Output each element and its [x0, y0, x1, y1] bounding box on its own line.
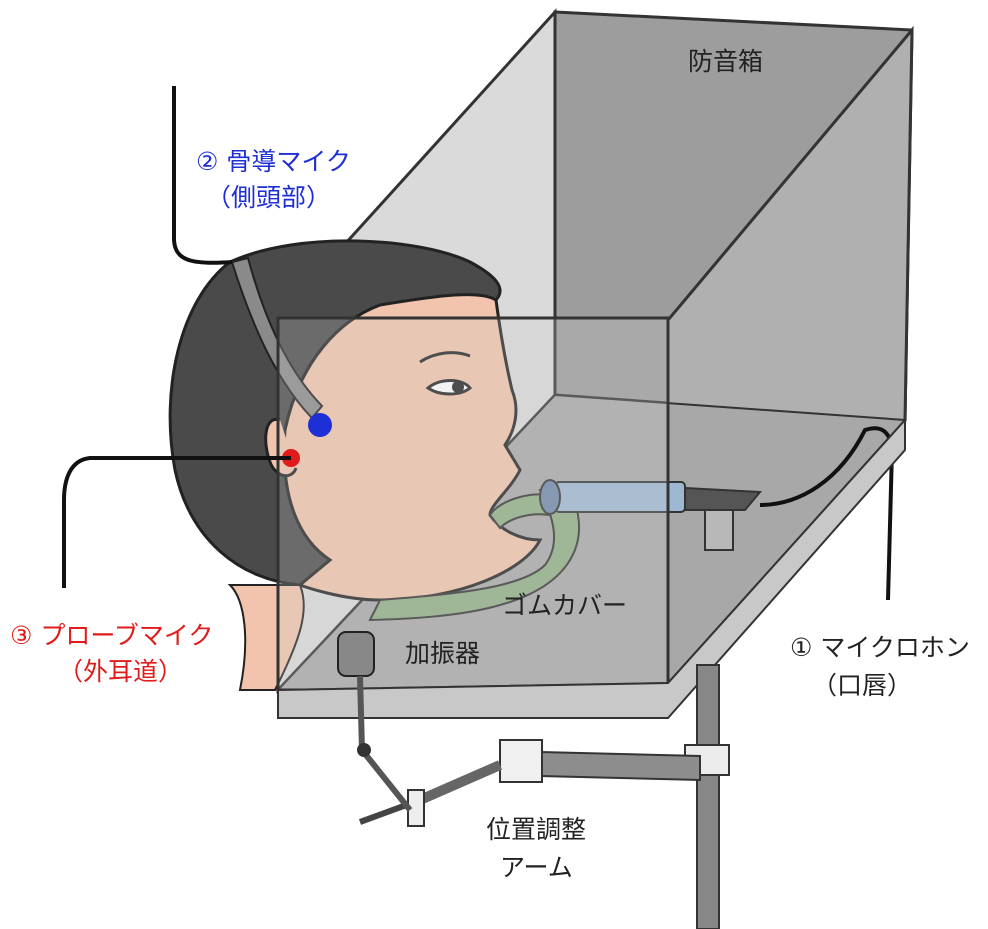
bone-mic-dot	[308, 413, 332, 437]
arm-horizontal	[539, 750, 701, 782]
neck	[227, 584, 305, 691]
box-bottom-slab	[277, 417, 906, 719]
bone-mic-label-line2: （側頭部）	[206, 183, 332, 212]
microphone-head	[539, 479, 561, 515]
rubber-cover-tube	[368, 483, 581, 622]
arm-block	[499, 739, 543, 783]
probe-mic-cable	[62, 456, 291, 588]
vibrator-label: 加振器	[405, 639, 481, 668]
bone-mic-label-line1: ② 骨導マイク	[196, 147, 351, 176]
rubber-cover-label: ゴムカバー	[502, 591, 628, 620]
arm-label-line1: 位置調整	[486, 815, 587, 844]
microphone-holder	[684, 486, 763, 511]
microphone-stand	[704, 509, 734, 551]
box-label: 防音箱	[688, 47, 764, 76]
probe-mic-label-line1: ③ プローブマイク	[10, 621, 214, 650]
arm-link-1	[417, 760, 503, 805]
bone-mic-cable	[172, 86, 233, 265]
box-front-wall	[276, 316, 670, 692]
microphone-label-line1: ① マイクロホン	[790, 633, 970, 662]
vibrator	[337, 631, 375, 677]
probe-mic-label-line2: （外耳道）	[58, 657, 184, 686]
arm-joint	[357, 743, 371, 757]
arm-label-line2: アーム	[500, 853, 573, 882]
pupil	[452, 381, 464, 393]
headband	[230, 256, 324, 420]
support-pole	[696, 664, 720, 929]
eyebrow	[419, 351, 471, 364]
microphone-label-line2: （口唇）	[812, 671, 913, 700]
